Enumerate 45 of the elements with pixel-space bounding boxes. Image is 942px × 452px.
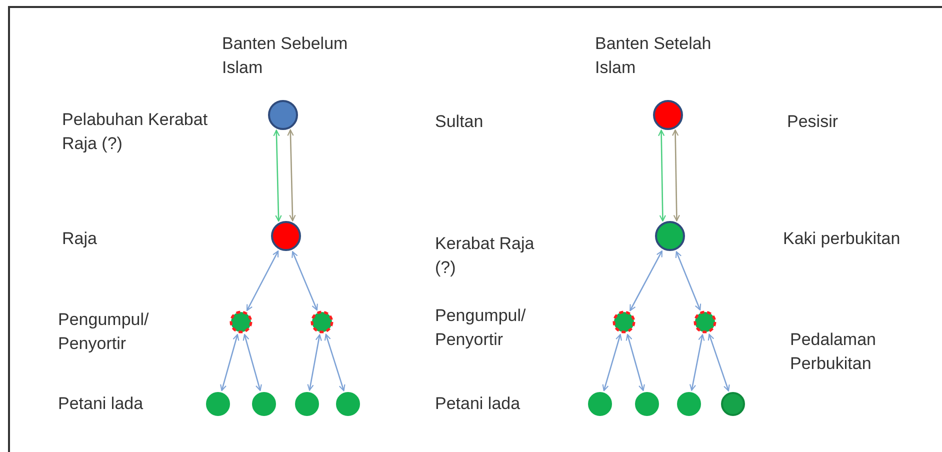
circle-node (294, 391, 320, 417)
double-arrow (630, 250, 663, 312)
circle-node (634, 391, 660, 417)
double-arrow (220, 334, 240, 392)
text-label: Pengumpul/ Penyortir (58, 309, 150, 355)
double-arrow (273, 130, 282, 222)
circle-node (654, 220, 686, 252)
text-label: Pedalaman Perbukitan (790, 329, 878, 375)
text-label: Pelabuhan Kerabat Raja (?) (62, 109, 209, 155)
double-arrow (602, 334, 622, 392)
circle-node (335, 391, 361, 417)
text-label: Pengumpul/ Penyortir (435, 305, 527, 351)
double-arrow (287, 129, 296, 222)
circle-node (251, 391, 277, 417)
double-arrow (672, 129, 680, 222)
double-arrow (626, 334, 645, 392)
circle-node (267, 99, 299, 131)
text-label: Sultan (435, 111, 484, 133)
double-arrow (292, 251, 318, 311)
text-label: Kerabat Raja (?) (435, 233, 536, 279)
text-label: Petani lada (435, 393, 522, 415)
double-arrow (708, 334, 730, 392)
circle-node (693, 310, 717, 334)
text-label: Banten Sebelum Islam (222, 33, 349, 79)
text-label: Kaki perbukitan (783, 228, 902, 250)
circle-node (652, 99, 684, 131)
double-arrow (307, 334, 322, 391)
text-label: Banten Setelah Islam (595, 33, 712, 79)
circle-node (310, 310, 334, 334)
circle-node (270, 220, 302, 252)
double-arrow (242, 334, 262, 392)
circle-node (676, 391, 702, 417)
text-label: Petani lada (58, 393, 144, 415)
double-arrow (689, 334, 705, 391)
text-label: Raja (62, 228, 98, 250)
text-label: Pesisir (787, 111, 840, 133)
circle-node (612, 310, 636, 334)
double-arrow (675, 251, 702, 310)
circle-node (229, 310, 253, 334)
double-arrow (658, 130, 666, 222)
circle-node (720, 391, 746, 417)
circle-node (587, 391, 613, 417)
circle-node (205, 391, 231, 417)
double-arrow (246, 250, 279, 311)
double-arrow (324, 334, 346, 392)
